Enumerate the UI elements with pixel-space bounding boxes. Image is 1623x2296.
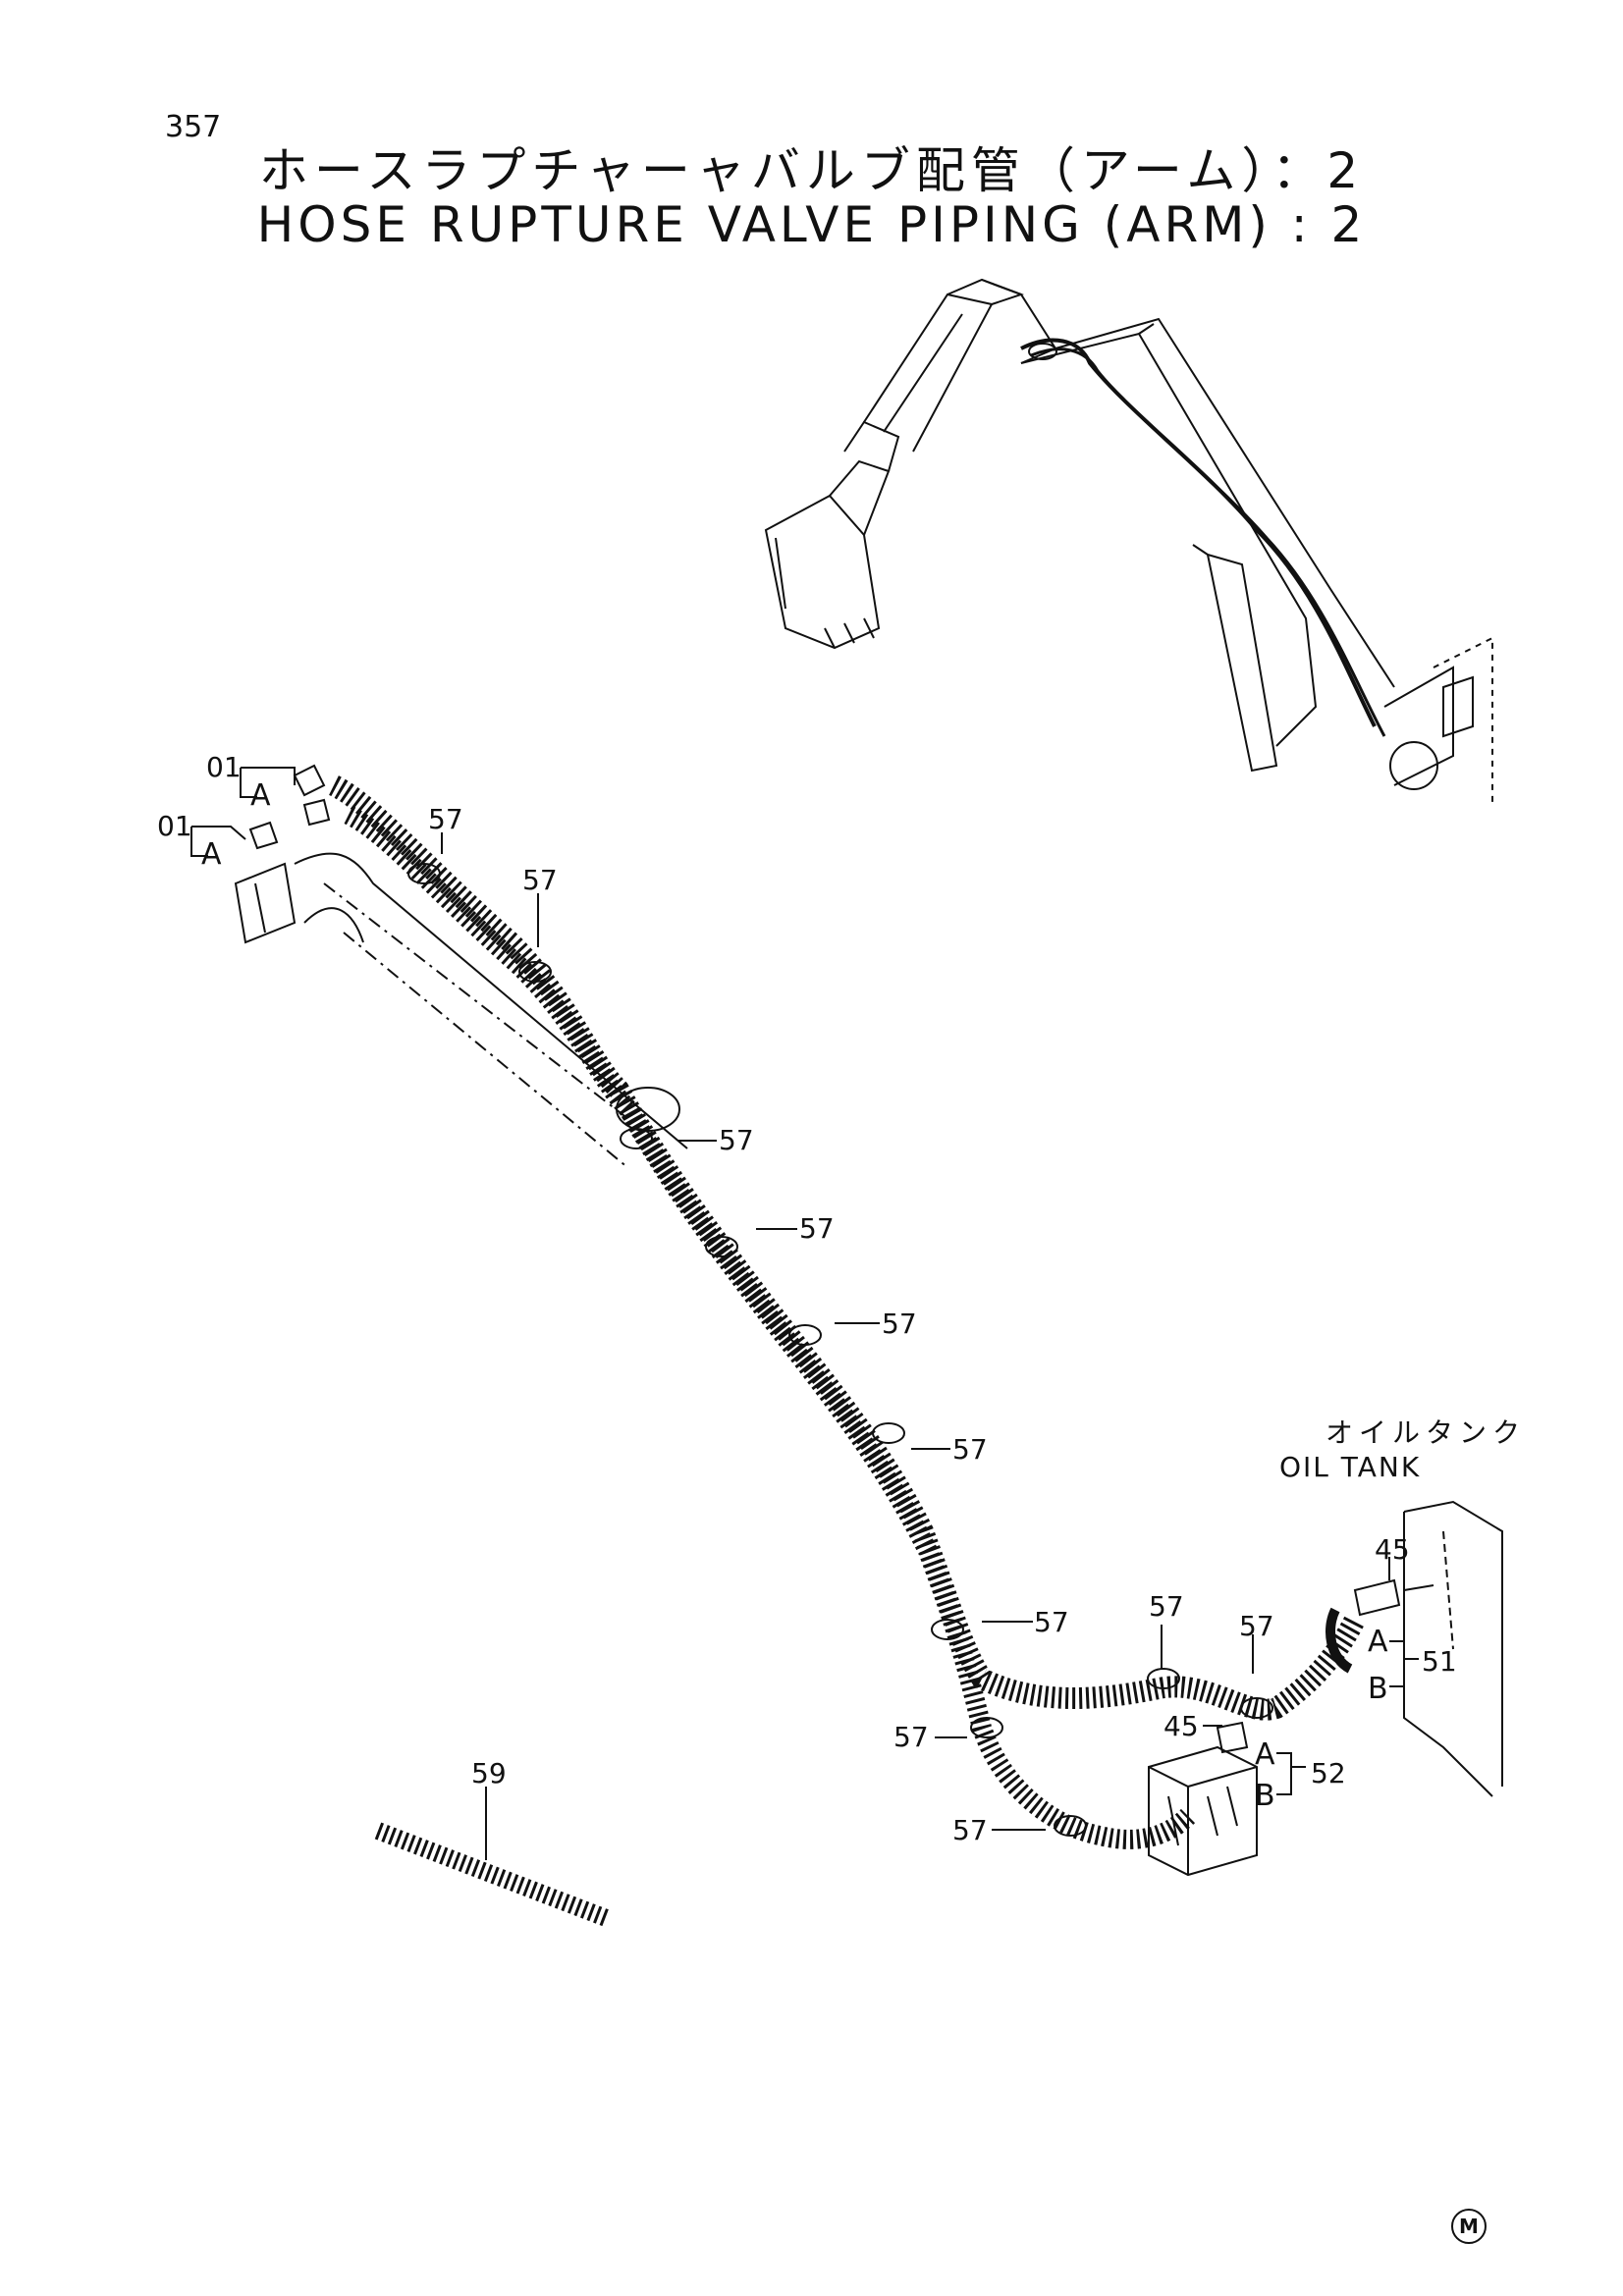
connection-label-b: B — [1368, 1672, 1388, 1706]
part-label-45: 45 — [1163, 1710, 1199, 1742]
part-label-57: 57 — [799, 1212, 835, 1245]
title-japanese: ホースラプチャーャバルブ配管（アーム）：2 — [258, 142, 1365, 199]
connection-label-a: A — [1368, 1625, 1388, 1659]
connection-label-a: A — [1255, 1737, 1275, 1772]
part-label-45: 45 — [1375, 1533, 1410, 1566]
hose-bundle — [328, 775, 1365, 1849]
arm-cylinder — [234, 764, 688, 1169]
part-label-57: 57 — [522, 864, 558, 896]
excavator-overview — [764, 278, 1493, 805]
spare-hose-59 — [374, 1822, 613, 1928]
title-english: HOSE RUPTURE VALVE PIPING (ARM) : 2 — [256, 196, 1367, 253]
maker-mark: M — [1451, 2209, 1487, 2244]
valve-block — [1148, 1721, 1258, 1877]
oil-tank — [1325, 1500, 1503, 1797]
hose-clamps — [407, 863, 1273, 1837]
leader-lines — [190, 767, 1419, 1860]
part-label-57: 57 — [1149, 1590, 1184, 1623]
part-label-51: 51 — [1422, 1645, 1457, 1678]
oil-tank-label-japanese: オイルタンク — [1325, 1416, 1527, 1449]
part-label-57: 57 — [952, 1814, 988, 1846]
part-label-57: 57 — [893, 1721, 929, 1753]
part-label-57: 57 — [882, 1308, 917, 1340]
part-label-57: 57 — [1034, 1606, 1069, 1638]
part-label-57: 57 — [952, 1433, 988, 1466]
part-label-57: 57 — [719, 1124, 754, 1156]
part-label-01: 01 — [157, 810, 192, 842]
part-label-52: 52 — [1311, 1757, 1346, 1789]
part-label-57: 57 — [428, 803, 463, 835]
connection-label-b: B — [1255, 1779, 1275, 1813]
part-label-59: 59 — [471, 1757, 507, 1789]
part-label-57: 57 — [1239, 1610, 1274, 1642]
oil-tank-label-english: OIL TANK — [1279, 1451, 1422, 1483]
connection-label-a: A — [201, 837, 222, 872]
connection-label-a: A — [250, 778, 271, 813]
page-number: 357 — [165, 110, 222, 144]
part-label-01: 01 — [206, 751, 242, 783]
